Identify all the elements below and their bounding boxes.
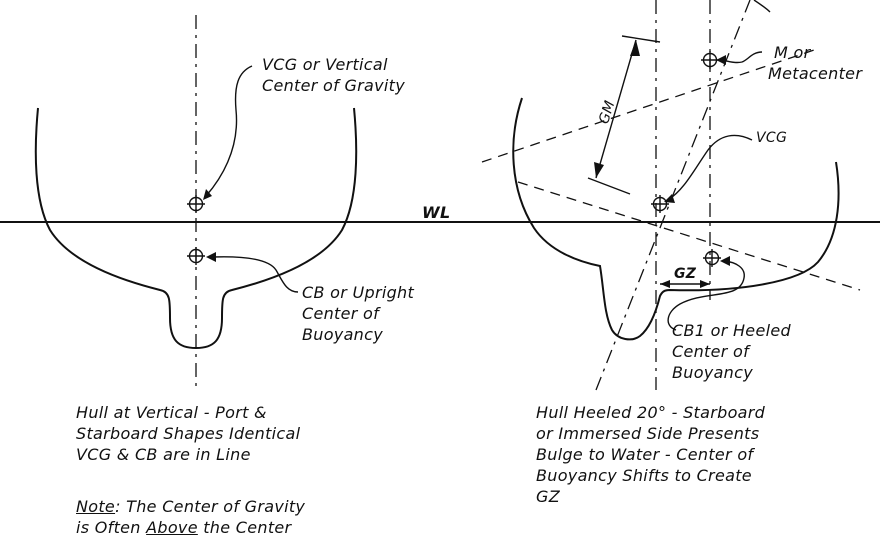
note-prefix: Note xyxy=(76,497,116,516)
vcg-arrowhead xyxy=(203,189,212,200)
note-line1: Note: The Center of Gravity xyxy=(76,496,305,517)
note-line2-b: the Center xyxy=(197,518,292,537)
note-line2-a: is Often xyxy=(76,518,147,537)
arc-fragment xyxy=(753,0,771,13)
right-caption-line4: Buoyancy Shifts to Create xyxy=(536,466,752,485)
metacenter-label: M or Metacenter xyxy=(768,42,862,84)
gz-label-text: GZ xyxy=(674,266,697,282)
note-line1-rest: : The Center of Gravity xyxy=(115,497,306,516)
cb-label-line2: Center of xyxy=(302,304,380,323)
vcg-marker xyxy=(187,195,205,213)
cb1-label: CB1 or Heeled Center of Buoyancy xyxy=(672,320,791,383)
left-caption-line2: Starboard Shapes Identical xyxy=(76,424,301,443)
gz-arrowhead-left xyxy=(660,280,670,288)
right-caption-line2: or Immersed Side Presents xyxy=(536,424,760,443)
perpendicular-line xyxy=(481,47,821,163)
m-arrowhead xyxy=(716,55,726,65)
cb-label-line1: CB or Upright xyxy=(302,283,415,302)
cb-leader-arrow xyxy=(211,256,299,293)
right-caption: Hull Heeled 20° - Starboard or Immersed … xyxy=(536,402,765,507)
cb-label: CB or Upright Center of Buoyancy xyxy=(302,282,414,345)
note-line2-under: Above xyxy=(146,518,198,537)
gm-extension-top xyxy=(621,35,661,43)
vcg-label-line2: Center of Gravity xyxy=(262,76,405,95)
vcg-right-arrowhead xyxy=(664,194,675,203)
cb-marker xyxy=(187,247,205,265)
right-caption-line5: GZ xyxy=(536,487,560,506)
gz-arrowhead-right xyxy=(700,280,710,288)
metacenter-label-line1: M or xyxy=(774,43,811,62)
vcg-right-label: VCG xyxy=(756,128,787,149)
left-caption: Hull at Vertical - Port & Starboard Shap… xyxy=(76,402,300,465)
vcg-right-leader-arrow xyxy=(667,134,753,201)
cb-arrowhead xyxy=(206,252,216,262)
vcg-label-line1: VCG or Vertical xyxy=(262,55,388,74)
m-leader-arrow xyxy=(719,51,763,64)
gz-label: GZ xyxy=(674,264,696,285)
heeled-vcg-marker xyxy=(651,195,669,213)
note-line2: is Often Above the Center xyxy=(76,517,305,538)
upright-hull-outline xyxy=(34,107,358,350)
vcg-leader-arrow xyxy=(205,65,253,197)
right-caption-line1: Hull Heeled 20° - Starboard xyxy=(536,403,766,422)
vcg-right-label-text: VCG xyxy=(756,130,788,146)
heeled-hull xyxy=(481,0,861,391)
upright-hull xyxy=(34,15,358,390)
gm-arrowhead-top xyxy=(630,40,640,56)
wl-label: WL xyxy=(422,202,450,223)
gm-extension-bottom xyxy=(587,177,631,195)
wl-label-text: WL xyxy=(422,203,451,222)
heeled-centerline xyxy=(595,0,751,391)
cb1-arrowhead xyxy=(720,256,730,266)
gm-arrowhead-bottom xyxy=(594,162,604,178)
left-caption-line1: Hull at Vertical - Port & xyxy=(76,403,267,422)
gm-label-text: GM xyxy=(596,98,619,127)
metacenter-label-line2: Metacenter xyxy=(768,64,863,83)
cb1-leader-arrow xyxy=(667,260,745,331)
gm-dimension-line xyxy=(595,39,637,179)
cb-label-line3: Buoyancy xyxy=(302,325,383,344)
cb1-label-line3: Buoyancy xyxy=(672,363,753,382)
heeled-waterline xyxy=(517,181,861,291)
left-caption-line3: VCG & CB are in Line xyxy=(76,445,251,464)
cb1-marker xyxy=(703,249,721,267)
heeled-hull-outline xyxy=(512,97,840,341)
vcg-label: VCG or Vertical Center of Gravity xyxy=(262,54,405,96)
cb1-label-line1: CB1 or Heeled xyxy=(672,321,791,340)
right-caption-line3: Bulge to Water - Center of xyxy=(536,445,754,464)
cb1-label-line2: Center of xyxy=(672,342,750,361)
note: Note: The Center of Gravity is Often Abo… xyxy=(76,496,305,538)
